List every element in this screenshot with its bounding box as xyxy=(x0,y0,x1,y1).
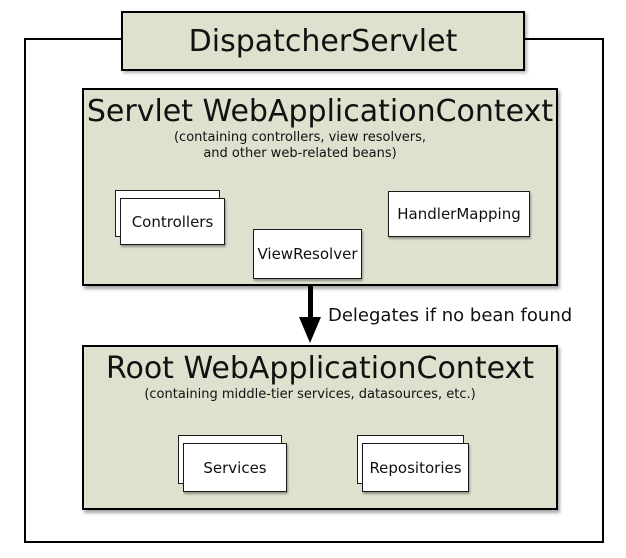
servlet-context-subtitle-line2: and other web-related beans) xyxy=(203,146,397,161)
controllers-bean-stack: Controllers xyxy=(115,190,225,245)
services-bean-box: Services xyxy=(183,443,287,492)
root-context-subtitle: (containing middle-tier services, dataso… xyxy=(144,387,476,402)
dispatcher-servlet-box: DispatcherServlet xyxy=(121,11,525,71)
delegation-arrow-stem xyxy=(308,286,313,321)
root-webapplicationcontext-box: Root WebApplicationContext (containing m… xyxy=(82,345,558,510)
services-bean-stack: Services xyxy=(178,435,287,492)
servlet-context-subtitle-line1: (containing controllers, view resolvers, xyxy=(173,130,427,145)
handlermapping-label: HandlerMapping xyxy=(397,205,521,223)
viewresolver-bean-box: ViewResolver xyxy=(253,229,362,279)
repositories-bean-box: Repositories xyxy=(362,443,469,492)
viewresolver-label: ViewResolver xyxy=(257,245,358,263)
dispatcher-servlet-label: DispatcherServlet xyxy=(188,23,458,59)
delegation-arrow-label: Delegates if no bean found xyxy=(328,305,573,326)
servlet-context-title: Servlet WebApplicationContext xyxy=(86,94,554,129)
controllers-label: Controllers xyxy=(131,212,214,231)
handlermapping-bean-box: HandlerMapping xyxy=(388,191,530,237)
repositories-bean-stack: Repositories xyxy=(357,435,469,492)
root-context-title: Root WebApplicationContext xyxy=(105,351,535,386)
services-label: Services xyxy=(203,458,267,477)
controllers-bean-box: Controllers xyxy=(120,198,225,245)
servlet-webapplicationcontext-box: Servlet WebApplicationContext (containin… xyxy=(82,88,558,286)
delegation-arrow-head-icon xyxy=(299,317,321,343)
repositories-label: Repositories xyxy=(369,458,462,477)
